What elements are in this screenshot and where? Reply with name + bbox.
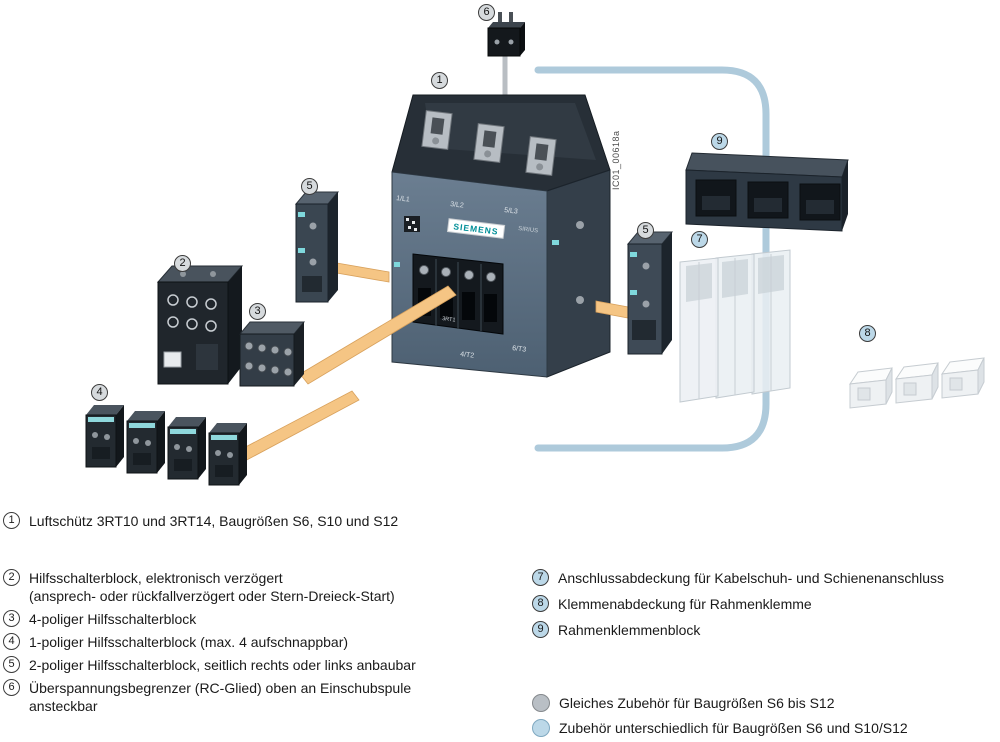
- legend-num-2: 2: [3, 569, 20, 586]
- legend-text-2-line1: Hilfsschalterblock, elektronisch verzöge…: [29, 570, 283, 586]
- legend-key-gray: Gleiches Zubehör für Baugrößen S6 bis S1…: [532, 694, 835, 712]
- terminal-label-4T2: 4/T2: [460, 351, 475, 360]
- legend-item-4: 4 1-poliger Hilfsschalterblock (max. 4 a…: [3, 633, 348, 651]
- clamp-covers: [848, 357, 985, 409]
- legend-num-6: 6: [3, 679, 20, 696]
- key-dot-gray: [532, 694, 550, 712]
- legend-num-7: 7: [532, 569, 549, 586]
- legend-text-9: Rahmenklemmenblock: [558, 622, 701, 638]
- aux-block-delayed: [156, 265, 244, 385]
- key-text-gray: Gleiches Zubehör für Baugrößen S6 bis S1…: [559, 695, 835, 711]
- mount-ribbons: [235, 261, 629, 463]
- callout-9: 9: [711, 133, 728, 150]
- aux-blocks-1pole: [85, 405, 247, 486]
- terminal-label-5L3: 5/L3: [504, 207, 518, 216]
- legend-key-blue: Zubehör unterschiedlich für Baugrößen S6…: [532, 719, 908, 737]
- legend-num-8: 8: [532, 595, 549, 612]
- legend-text-2-line2: (ansprech- oder rückfallverzögert oder S…: [29, 588, 395, 604]
- series-label: SIRIUS: [518, 226, 539, 234]
- terminal-label-3L2: 3/L2: [450, 201, 464, 210]
- legend-num-5: 5: [3, 656, 20, 673]
- legend-item-9: 9 Rahmenklemmenblock: [532, 621, 700, 639]
- legend-text-6-line2: ansteckbar: [29, 698, 98, 714]
- legend-text-3: 4-poliger Hilfsschalterblock: [29, 611, 197, 627]
- siemens-badge: SIEMENS: [446, 218, 506, 239]
- datamatrix-code: [404, 216, 420, 232]
- callout-1: 1: [431, 72, 448, 89]
- terminal-label-1L1: 1/L1: [396, 195, 410, 204]
- legend-text-4: 1-poliger Hilfsschalterblock (max. 4 auf…: [29, 634, 349, 650]
- legend-num-3: 3: [3, 610, 20, 627]
- callout-6: 6: [478, 4, 495, 21]
- legend-item-2: 2 Hilfsschalterblock, elektronisch verzö…: [3, 569, 395, 605]
- key-text-blue: Zubehör unterschiedlich für Baugrößen S6…: [559, 720, 908, 736]
- surge-suppressor: [487, 12, 525, 57]
- image-code: IC01_00618a: [611, 130, 621, 190]
- frame-terminal-block: [685, 152, 849, 232]
- callout-5-left: 5: [301, 178, 318, 195]
- callout-7: 7: [691, 231, 708, 248]
- connection-covers: [679, 249, 791, 403]
- key-dot-blue: [532, 719, 550, 737]
- aux-block-4pole: [238, 321, 306, 387]
- callout-8: 8: [859, 325, 876, 342]
- legend-item-6: 6 Überspannungsbegrenzer (RC-Glied) oben…: [3, 679, 411, 715]
- callout-5-right: 5: [637, 222, 654, 239]
- legend-item-5: 5 2-poliger Hilfsschalterblock, seitlich…: [3, 656, 416, 674]
- legend-num-1: 1: [3, 512, 20, 529]
- legend-text-1: Luftschütz 3RT10 und 3RT14, Baugrößen S6…: [29, 513, 399, 529]
- aux-block-2pole-left: [294, 191, 340, 303]
- legend-item-7: 7 Anschlussabdeckung für Kabelschuh- und…: [532, 569, 944, 587]
- aux-block-2pole-right: [626, 231, 674, 355]
- legend-text-5: 2-poliger Hilfsschalterblock, seitlich r…: [29, 657, 416, 673]
- legend-text-7: Anschlussabdeckung für Kabelschuh- und S…: [558, 570, 945, 586]
- legend-text-8: Klemmenabdeckung für Rahmenklemme: [558, 596, 812, 612]
- product-illustration: SIEMENS 1/L1 3/L2 5/L3 SIRIUS 3RT1 4/T2 …: [85, 12, 985, 486]
- type-label: 3RT1: [442, 316, 456, 324]
- callout-2: 2: [174, 255, 191, 272]
- callout-3: 3: [249, 303, 266, 320]
- legend-item-1: 1 Luftschütz 3RT10 und 3RT14, Baugrößen …: [3, 512, 398, 530]
- legend-item-8: 8 Klemmenabdeckung für Rahmenklemme: [532, 595, 812, 613]
- legend-item-3: 3 4-poliger Hilfsschalterblock: [3, 610, 196, 628]
- legend-text-6: Überspannungsbegrenzer (RC-Glied) oben a…: [29, 679, 411, 715]
- legend-num-4: 4: [3, 633, 20, 650]
- legend-text-2: Hilfsschalterblock, elektronisch verzöge…: [29, 569, 395, 605]
- legend-num-9: 9: [532, 621, 549, 638]
- callout-4: 4: [91, 384, 108, 401]
- terminal-label-6T3: 6/T3: [512, 345, 527, 354]
- legend-text-6-line1: Überspannungsbegrenzer (RC-Glied) oben a…: [29, 680, 412, 696]
